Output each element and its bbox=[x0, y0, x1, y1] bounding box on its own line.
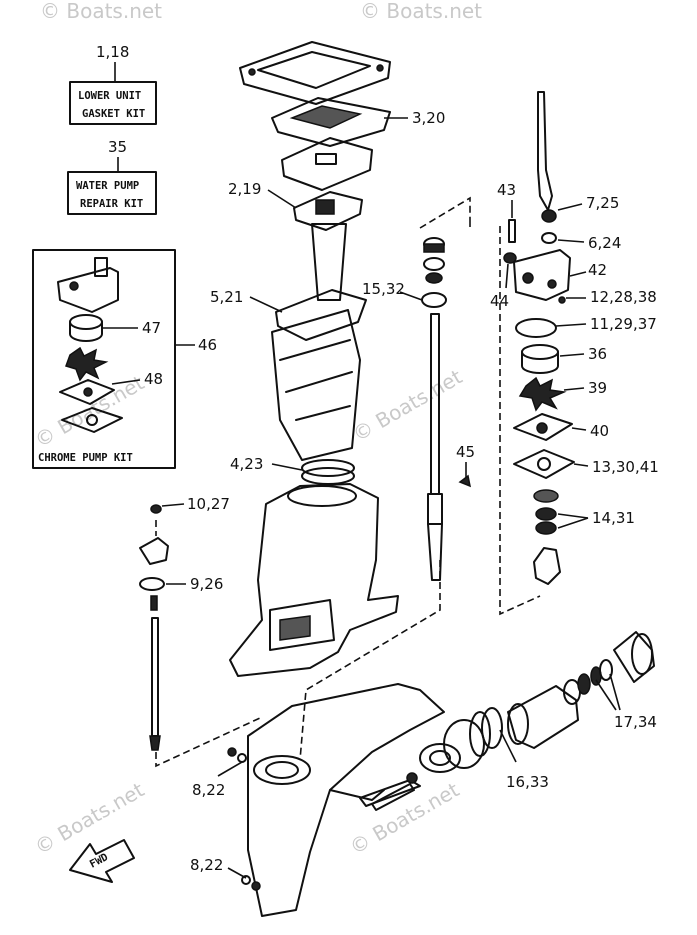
shift-rod bbox=[151, 617, 159, 737]
water-tube bbox=[537, 91, 553, 211]
fwd-label: FWD bbox=[88, 851, 110, 871]
callout-48: 48 bbox=[144, 370, 163, 388]
callout-7-25: 7,25 bbox=[586, 194, 619, 212]
bolts-8-22: 8,22 8,22 bbox=[190, 747, 261, 891]
watermark: © Boats.net bbox=[31, 370, 149, 452]
lower-casing-body bbox=[229, 483, 399, 677]
callout-11-29-37: 11,29,37 bbox=[590, 315, 657, 333]
pump-gasket bbox=[61, 407, 123, 433]
prop-shaft-cover bbox=[613, 631, 655, 683]
water-pump-housing bbox=[513, 249, 571, 301]
water-pump-kit-box: 35 WATER PUMP REPAIR KIT bbox=[67, 138, 157, 215]
callout-5-21: 5,21 bbox=[210, 288, 243, 306]
chrome-pump-kit-label: CHROME PUMP KIT bbox=[38, 452, 133, 464]
impeller-small bbox=[65, 346, 109, 382]
adapter-plate bbox=[281, 137, 373, 191]
gasket-kit-box: 1,18 LOWER UNIT GASKET KIT bbox=[69, 43, 157, 125]
watermark: © Boats.net bbox=[349, 364, 467, 446]
pump-plate bbox=[59, 379, 115, 405]
callout-8-22-lower: 8,22 bbox=[190, 856, 223, 874]
watermark: © Boats.net bbox=[31, 777, 149, 859]
driveshaft-assembly: 15,32 45 bbox=[299, 196, 475, 761]
water-pump-kit-label-line2: REPAIR KIT bbox=[80, 198, 143, 210]
callout-8-22-upper: 8,22 bbox=[192, 781, 225, 799]
pump-insert bbox=[69, 314, 103, 330]
gasket-2-19 bbox=[293, 191, 363, 231]
gasket-13-30-41 bbox=[513, 449, 575, 479]
callout-10-27: 10,27 bbox=[187, 495, 230, 513]
gearcase: FWD bbox=[69, 683, 445, 917]
bolt-43 bbox=[508, 219, 516, 243]
oil-seal-17-34 bbox=[599, 659, 613, 681]
callout-14-31: 14,31 bbox=[592, 509, 635, 527]
grommet-10-27 bbox=[150, 504, 162, 514]
pump-housing bbox=[57, 267, 119, 313]
plug-8-22-lower bbox=[241, 875, 251, 885]
callout-43: 43 bbox=[497, 181, 516, 199]
water-pump-kit-label-line1: WATER PUMP bbox=[76, 180, 139, 192]
top-cover-plate bbox=[239, 41, 391, 105]
callout-44: 44 bbox=[490, 292, 509, 310]
watermark: © Boats.net bbox=[360, 0, 482, 23]
reverse-gear bbox=[419, 743, 461, 773]
callout-9-26: 9,26 bbox=[190, 575, 223, 593]
fwd-arrow bbox=[69, 839, 135, 883]
water-pump-assembly: 7,25 6,24 43 44 42 12,28,38 11,29,37 36 … bbox=[490, 91, 659, 616]
gasket-kit-label-line1: LOWER UNIT bbox=[78, 90, 141, 102]
callout-42: 42 bbox=[588, 261, 607, 279]
callout-2-19: 2,19 bbox=[228, 180, 261, 198]
upper-gaskets: 3,20 2,19 bbox=[228, 41, 445, 301]
watermark: © Boats.net bbox=[40, 0, 162, 23]
bearing-housing bbox=[507, 685, 579, 749]
lower-casing bbox=[229, 483, 399, 677]
callout-39: 39 bbox=[588, 379, 607, 397]
upper-casing: 5,21 4,23 bbox=[210, 288, 367, 485]
gearcase-body bbox=[247, 683, 445, 917]
callout-47: 47 bbox=[142, 319, 161, 337]
callout-45: 45 bbox=[456, 443, 475, 461]
driveshaft-housing-tube bbox=[311, 223, 347, 301]
callout-35: 35 bbox=[108, 138, 127, 156]
callout-46: 46 bbox=[198, 336, 217, 354]
upper-casing-body bbox=[271, 309, 361, 461]
plate-40 bbox=[513, 413, 573, 441]
callout-4-23: 4,23 bbox=[230, 455, 263, 473]
gasket-5-21 bbox=[275, 289, 367, 341]
callout-6-24: 6,24 bbox=[588, 234, 621, 252]
callout-17-34: 17,34 bbox=[614, 713, 657, 731]
callout-13-30-41: 13,30,41 bbox=[592, 458, 659, 476]
gasket-kit-label-line2: GASKET KIT bbox=[82, 108, 145, 120]
prop-shaft bbox=[371, 783, 415, 811]
callout-16-33: 16,33 bbox=[506, 773, 549, 791]
callout-36: 36 bbox=[588, 345, 607, 363]
oil-seal-housing bbox=[533, 547, 561, 585]
oil-seal-14-31a bbox=[535, 507, 557, 521]
watermark: © Boats.net bbox=[346, 777, 464, 859]
callout-3-20: 3,20 bbox=[412, 109, 445, 127]
o-ring-15-32 bbox=[421, 292, 447, 308]
callout-40: 40 bbox=[590, 422, 609, 440]
callout-1-18: 1,18 bbox=[96, 43, 129, 61]
chrome-pump-kit-box: CHROME PUMP KIT 46 47 48 bbox=[32, 249, 217, 469]
callout-12-28-38: 12,28,38 bbox=[590, 288, 657, 306]
o-ring-11-29-37 bbox=[515, 318, 557, 338]
propeller-shaft-assembly: 16,33 17,34 bbox=[371, 631, 657, 811]
shift-rod-assembly: 10,27 9,26 bbox=[139, 495, 261, 768]
oil-seal-14-31b bbox=[535, 521, 557, 535]
insert-36 bbox=[521, 344, 559, 360]
grommet-6-24 bbox=[541, 232, 557, 244]
callout-15-32: 15,32 bbox=[362, 280, 405, 298]
impeller-39 bbox=[518, 376, 567, 412]
shift-rod-connector bbox=[139, 537, 169, 565]
plug-8-22-upper bbox=[227, 747, 237, 757]
o-ring-9-26 bbox=[139, 577, 165, 591]
gasket-3-20 bbox=[271, 97, 391, 147]
seal-4-23 bbox=[301, 459, 355, 477]
